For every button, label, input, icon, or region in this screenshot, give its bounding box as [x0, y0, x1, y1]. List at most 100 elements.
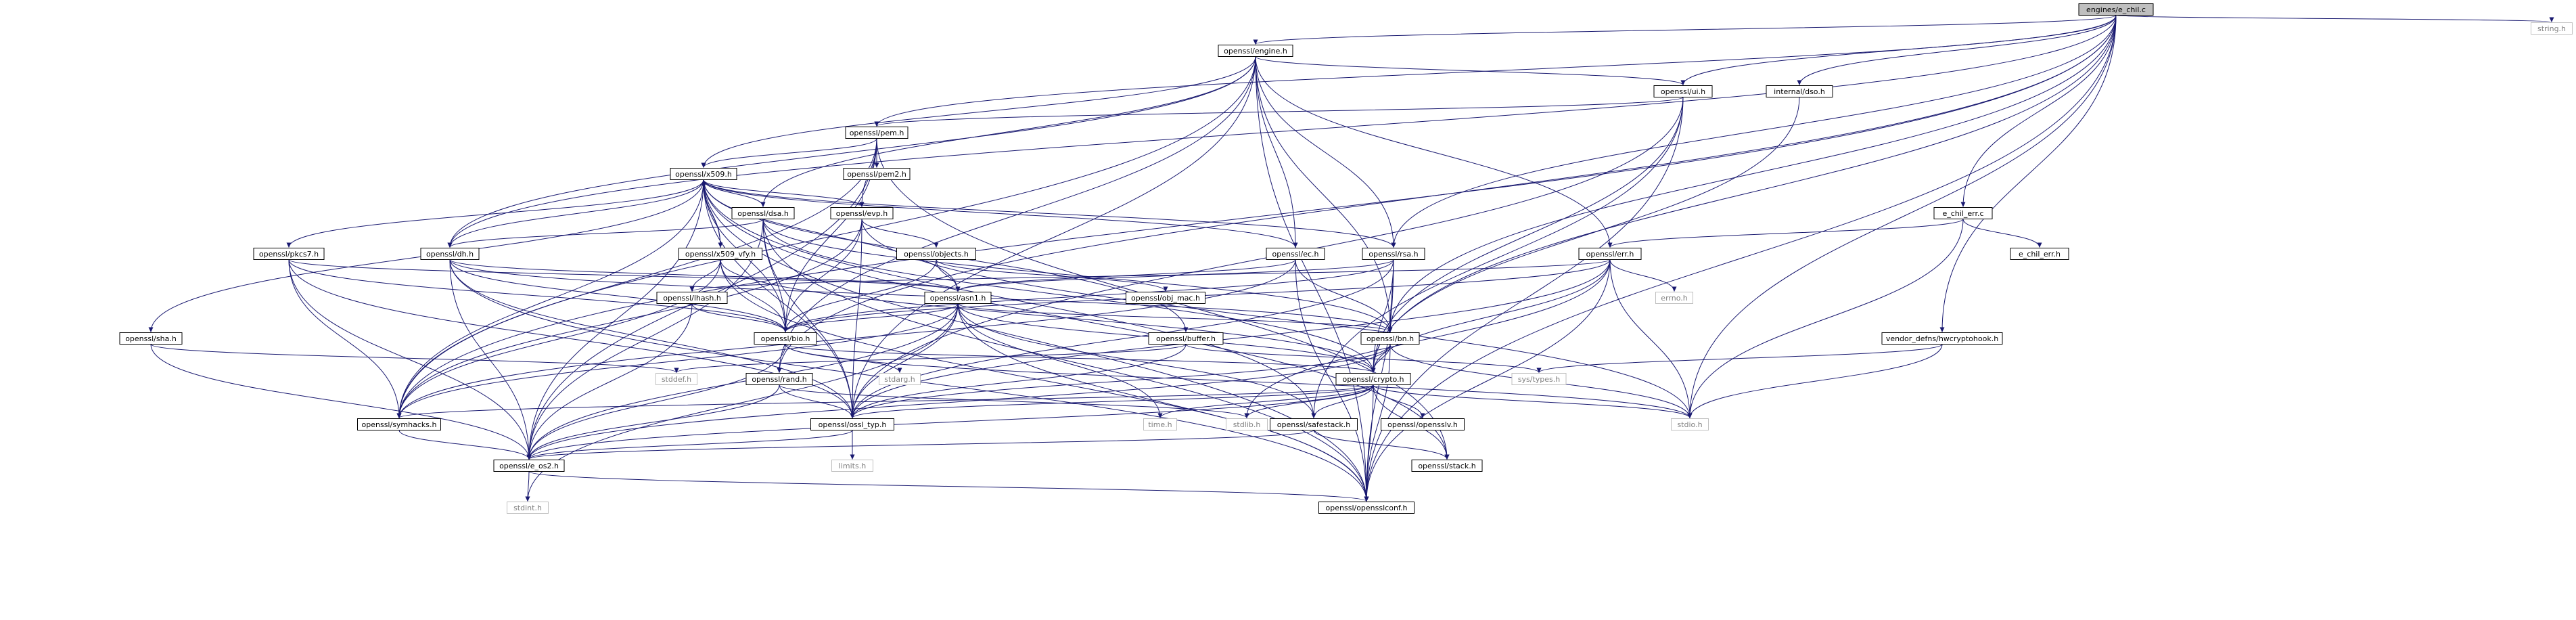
node-label: errno.h [1661, 294, 1687, 303]
graph-node-buffer-h[interactable]: openssl/buffer.h [1148, 332, 1224, 345]
node-label: openssl/objects.h [904, 250, 969, 259]
graph-node-rsa-h[interactable]: openssl/rsa.h [1362, 248, 1425, 260]
graph-node-ui-h[interactable]: openssl/ui.h [1653, 85, 1713, 97]
node-label: openssl/safestack.h [1277, 420, 1350, 429]
node-label: sys/types.h [1518, 375, 1560, 384]
include-edge-e_chil_c-to-e_chil_err_c [1960, 15, 2117, 207]
include-edge-engine_h-to-ec_h [1255, 56, 1298, 248]
node-label: stdint.h [513, 504, 542, 512]
node-label: openssl/crypto.h [1342, 375, 1404, 384]
graph-node-pem-h[interactable]: openssl/pem.h [845, 127, 908, 139]
include-edge-rsa_h-to-asn1_h [955, 259, 1394, 292]
graph-node-dh-h[interactable]: openssl/dh.h [420, 248, 480, 260]
graph-node-engine-h[interactable]: openssl/engine.h [1218, 45, 1293, 57]
include-edge-e_chil_c-to-engine_h [1253, 15, 2117, 45]
node-box [420, 248, 480, 260]
node-label: openssl/symhacks.h [362, 420, 437, 429]
node-label: stdarg.h [884, 375, 915, 384]
include-edge-ui_h-to-pem_h [874, 97, 1684, 127]
include-edge-bn_h-to-opensslconf_h [1364, 344, 1391, 502]
include-edge-dso_h-to-crypto_h [1371, 97, 1800, 373]
node-label: openssl/obj_mac.h [1131, 294, 1200, 303]
include-edge-rand_h-to-ossl_typ_h [779, 384, 855, 418]
node-box [1218, 45, 1293, 57]
include-edge-rand_h-to-stdlib_h [779, 384, 1249, 418]
include-edge-dsa_h-to-e_os2_h [526, 219, 764, 460]
graph-node-bn-h[interactable]: openssl/bn.h [1360, 332, 1420, 345]
graph-node-x509-vfy-h[interactable]: openssl/x509_vfy.h [678, 248, 762, 260]
include-edge-x509_h-to-opensslconf_h [703, 179, 1369, 502]
include-edge-x509_h-to-ossl_typ_h [703, 179, 855, 418]
graph-node-errno-h: errno.h [1655, 292, 1693, 304]
graph-node-e-chil-c[interactable]: engines/e_chil.c [2078, 3, 2154, 16]
include-edge-asn1_h-to-bio_h [783, 303, 959, 332]
include-edge-crypto_h-to-opensslv_h [1373, 384, 1425, 418]
node-box [810, 418, 894, 430]
include-edge-x509_vfy_h-to-opensslconf_h [720, 259, 1369, 502]
node-label: openssl/ui.h [1661, 87, 1705, 96]
graph-node-dsa-h[interactable]: openssl/dsa.h [731, 207, 795, 219]
graph-node-opensslconf-h[interactable]: openssl/opensslconf.h [1318, 502, 1414, 514]
graph-node-obj-mac-h[interactable]: openssl/obj_mac.h [1126, 292, 1205, 304]
graph-node-err-h[interactable]: openssl/err.h [1578, 248, 1642, 260]
node-label: openssl/e_os2.h [499, 462, 559, 470]
include-edge-bn_h-to-crypto_h [1371, 344, 1391, 373]
include-edge-asn1_h-to-safestack_h [957, 303, 1316, 418]
graph-node-symhacks-h[interactable]: openssl/symhacks.h [357, 418, 441, 430]
include-edge-x509_h-to-asn1_h [703, 179, 961, 292]
node-label: limits.h [839, 462, 866, 470]
graph-node-x509-h[interactable]: openssl/x509.h [670, 168, 737, 180]
graph-node-ec-h[interactable]: openssl/ec.h [1266, 248, 1325, 260]
node-label: openssl/pem2.h [847, 170, 906, 179]
graph-node-pem2-h[interactable]: openssl/pem2.h [843, 168, 911, 180]
node-box [2010, 248, 2069, 260]
graph-node-bio-h[interactable]: openssl/bio.h [754, 332, 817, 345]
graph-node-evp-h[interactable]: openssl/evp.h [830, 207, 894, 219]
graph-node-stack-h[interactable]: openssl/stack.h [1411, 460, 1483, 472]
include-edge-x509_vfy_h-to-symhacks_h [396, 259, 721, 418]
include-edge-lhash_h-to-e_os2_h [526, 303, 693, 460]
node-label: openssl/pkcs7.h [259, 250, 319, 259]
graph-node-e-chil-err-c[interactable]: e_chil_err.c [1933, 207, 1993, 219]
graph-node-dso-h[interactable]: internal/dso.h [1766, 85, 1833, 97]
include-edge-pkcs7_h-to-symhacks_h [288, 259, 402, 418]
include-edge-pkcs7_h-to-asn1_h [288, 259, 961, 292]
graph-node-e-chil-err-h[interactable]: e_chil_err.h [2010, 248, 2069, 260]
graph-node-lhash-h[interactable]: openssl/lhash.h [656, 292, 728, 304]
graph-node-pkcs7-h[interactable]: openssl/pkcs7.h [253, 248, 325, 260]
graph-node-stdint-h: stdint.h [507, 502, 549, 514]
node-box [879, 373, 921, 385]
include-edge-crypto_h-to-ossl_typ_h [850, 384, 1374, 418]
include-edge-crypto_h-to-opensslconf_h [1364, 384, 1374, 502]
graph-node-sha-h[interactable]: openssl/sha.h [119, 332, 183, 345]
graph-node-rand-h[interactable]: openssl/rand.h [745, 373, 813, 385]
include-edge-e_chil_c-to-dh_h [447, 15, 2117, 248]
include-edge-pkcs7_h-to-ossl_typ_h [288, 259, 855, 418]
node-label: openssl/rsa.h [1368, 250, 1418, 259]
graph-node-e-os2-h[interactable]: openssl/e_os2.h [493, 460, 565, 472]
node-box [1655, 292, 1693, 304]
graph-node-ossl-typ-h[interactable]: openssl/ossl_typ.h [810, 418, 894, 430]
include-edge-dsa_h-to-opensslconf_h [762, 219, 1369, 502]
node-box [1318, 502, 1414, 514]
include-edge-x509_h-to-ec_h [703, 179, 1298, 248]
include-edge-e_os2_h-to-stdint_h [525, 471, 530, 502]
graph-node-systypes-h: sys/types.h [1511, 373, 1567, 385]
graph-node-hwcrypto-h[interactable]: vendor_defns/hwcryptohook.h [1881, 332, 2003, 345]
node-box [1933, 207, 1993, 219]
include-edge-err_h-to-crypto_h [1371, 259, 1611, 373]
graph-node-objects-h[interactable]: openssl/objects.h [896, 248, 976, 260]
include-edge-pem_h-to-x509_h [701, 138, 877, 168]
node-box [731, 207, 795, 219]
node-box [1653, 85, 1713, 97]
node-box [1411, 460, 1483, 472]
graph-node-asn1-h[interactable]: openssl/asn1.h [924, 292, 992, 304]
graph-node-crypto-h[interactable]: openssl/crypto.h [1335, 373, 1411, 385]
include-edge-pem_h-to-bio_h [783, 138, 877, 332]
graph-node-opensslv-h[interactable]: openssl/opensslv.h [1381, 418, 1465, 430]
graph-node-safestack-h[interactable]: openssl/safestack.h [1270, 418, 1358, 430]
node-label: openssl/dh.h [426, 250, 474, 259]
include-edge-sha_h-to-stddef_h [150, 344, 679, 373]
include-edge-objects_h-to-obj_mac_h [936, 259, 1168, 292]
